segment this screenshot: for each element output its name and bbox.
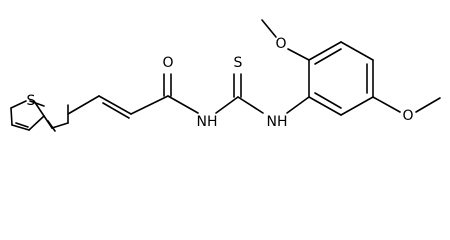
bond [237, 96, 264, 114]
vinyl-linker [67, 95, 169, 119]
bond [261, 19, 277, 38]
bond [314, 92, 342, 109]
bond [10, 100, 27, 109]
structure-diagram: S O NH S NH O [10, 19, 441, 132]
bond [308, 41, 342, 61]
bond [10, 107, 13, 126]
molecule-drawing: S O NH S NH O [10, 19, 441, 132]
bond [167, 95, 199, 114]
thiophene-ring [10, 100, 69, 132]
bond [372, 96, 401, 113]
bond [130, 95, 169, 115]
amide-nh-label: NH [197, 114, 218, 130]
benzene-ring [286, 41, 374, 116]
bond [11, 124, 30, 131]
bond [287, 48, 310, 61]
carbonyl-group [163, 73, 199, 114]
bond [102, 102, 130, 119]
bond [415, 97, 441, 113]
bond [286, 96, 310, 114]
bond [33, 100, 45, 117]
bond [15, 122, 29, 128]
thiourea-group [215, 73, 264, 114]
bond [67, 95, 100, 115]
bond [47, 120, 56, 132]
methoxy-top [261, 19, 310, 61]
bond [51, 122, 69, 129]
methoxy-right-oxygen-label: O [402, 108, 413, 124]
thio-sulfur-label: S [234, 55, 243, 71]
bond [340, 96, 374, 116]
carbonyl-oxygen-label: O [162, 55, 173, 71]
bond [98, 95, 132, 115]
thiophene-sulfur-label: S [27, 93, 36, 109]
methoxy-top-oxygen-label: O [275, 36, 286, 52]
bond [340, 41, 374, 61]
bond [215, 96, 239, 114]
bond [308, 96, 342, 116]
aryl-nh-label: NH [267, 114, 288, 130]
bond [29, 100, 45, 107]
bond [28, 115, 45, 131]
methoxy-right [372, 96, 441, 113]
bond [314, 48, 342, 65]
